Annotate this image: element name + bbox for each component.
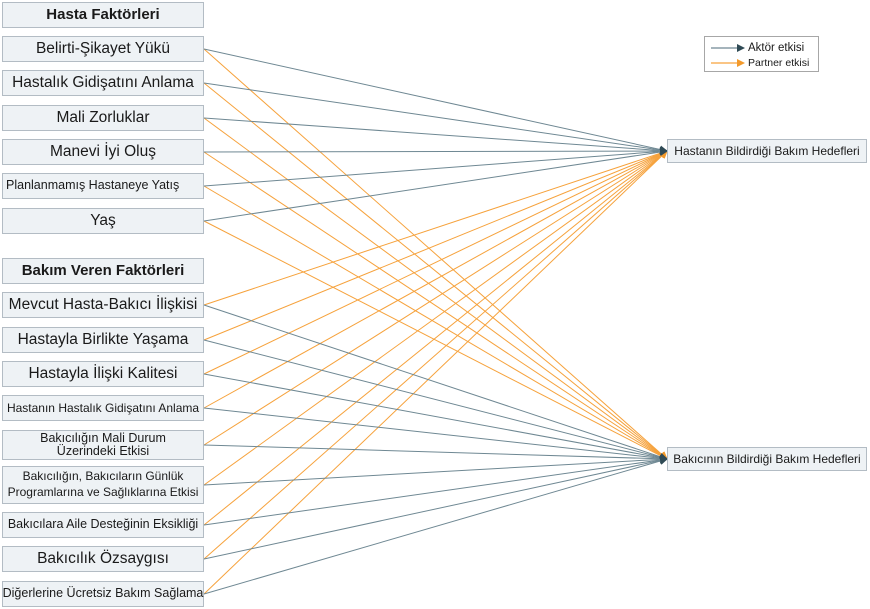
patient-factor-illness-understanding: Hastalık Gidişatını Anlama (2, 70, 204, 96)
legend-item-actor: Aktör etkisi (711, 41, 804, 55)
caregiver-factor-relationship-quality: Hastayla İlişki Kalitesi (2, 361, 204, 387)
caregiver-factor-self-esteem: Bakıcılık Özsaygısı (2, 546, 204, 572)
partner-edge-patient-2 (203, 117, 668, 460)
actor-edge-caregiver-8 (203, 457, 668, 595)
partner-effect-line-icon (711, 59, 745, 67)
legend: Aktör etkisi Partner etkisi (704, 36, 819, 72)
actor-edge-caregiver-0 (203, 304, 668, 461)
legend-actor-label: Aktör etkisi (748, 42, 805, 54)
legend-item-partner: Partner etkisi (711, 56, 809, 70)
partner-edge-caregiver-4 (203, 150, 668, 446)
partner-edge-patient-5 (203, 220, 668, 460)
actor-edge-patient-4 (203, 147, 668, 187)
outcome-caregiver-care-goals: Bakıcının Bildirdiği Bakım Hedefleri (667, 447, 867, 471)
actor-edge-caregiver-4 (203, 444, 668, 463)
actor-edge-caregiver-5 (203, 455, 668, 486)
actor-edge-caregiver-3 (203, 407, 668, 463)
actor-edge-patient-1 (203, 82, 668, 154)
caregiver-factor-financial-impact: Bakıcılığın Mali Durum Üzerindeki Etkisi (2, 430, 204, 460)
partner-edge-caregiver-7 (203, 150, 668, 560)
caregiver-factors-header: Bakım Veren Faktörleri (2, 258, 204, 284)
actor-edge-caregiver-2 (203, 373, 668, 462)
actor-edge-patient-5 (203, 148, 668, 222)
patient-factor-symptom-burden: Belirti-Şikayet Yükü (2, 36, 204, 62)
partner-edge-patient-4 (203, 185, 668, 460)
partner-edge-caregiver-1 (203, 149, 668, 341)
caregiver-factor-illness-understanding: Hastanın Hastalık Gidişatını Anlama (2, 395, 204, 421)
caregiver-factor-daily-schedule-health: Bakıcılığın, Bakıcıların Günlük Programl… (2, 466, 204, 504)
partner-edge-patient-0 (203, 48, 668, 460)
patient-factor-age: Yaş (2, 208, 204, 234)
actor-edge-caregiver-7 (203, 456, 668, 560)
partner-edge-caregiver-0 (203, 149, 668, 306)
actor-edge-patient-2 (203, 117, 668, 155)
actor-effect-line-icon (711, 44, 745, 52)
patient-factor-spiritual-wellbeing: Manevi İyi Oluş (2, 139, 204, 165)
partner-edge-caregiver-6 (203, 150, 668, 526)
partner-edge-patient-1 (203, 82, 668, 460)
legend-partner-label: Partner etkisi (748, 57, 810, 69)
partner-edge-caregiver-8 (203, 150, 668, 595)
actor-edge-caregiver-1 (203, 339, 668, 462)
patient-factors-header: Hasta Faktörleri (2, 2, 204, 28)
actor-edge-patient-0 (203, 48, 668, 154)
partner-edge-caregiver-2 (203, 150, 668, 375)
outcome-patient-care-goals: Hastanın Bildirdiği Bakım Hedefleri (667, 139, 867, 163)
caregiver-factor-current-relationship: Mevcut Hasta-Bakıcı İlişkisi (2, 292, 204, 318)
partner-edge-caregiver-3 (203, 150, 668, 409)
caregiver-factor-cohabitation: Hastayla Birlikte Yaşama (2, 327, 204, 353)
caregiver-factor-family-support: Bakıcılara Aile Desteğinin Eksikliği (2, 512, 204, 538)
patient-factor-unplanned-hospitalization: Planlanmamış Hastaneye Yatış (2, 173, 204, 199)
actor-edge-patient-3 (203, 147, 668, 156)
partner-edge-caregiver-5 (203, 150, 668, 486)
partner-edge-patient-3 (203, 151, 668, 460)
actor-edge-caregiver-6 (203, 456, 668, 526)
patient-factor-financial-difficulties: Mali Zorluklar (2, 105, 204, 131)
caregiver-factor-unpaid-care: Diğerlerine Ücretsiz Bakım Sağlama (2, 581, 204, 607)
